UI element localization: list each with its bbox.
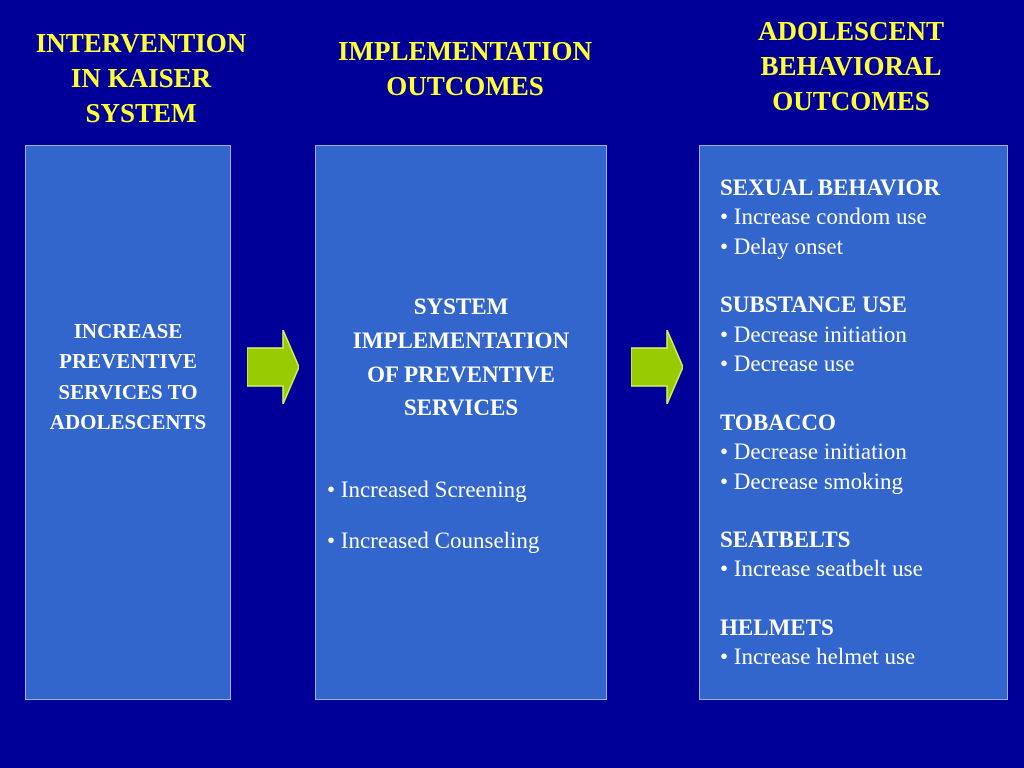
outcome-group-helmets: HELMETS • Increase helmet use: [720, 613, 940, 672]
behavioral-outcomes-list: SEXUAL BEHAVIOR • Increase condom use • …: [720, 173, 940, 701]
heading-intervention: INTERVENTION IN KAISER SYSTEM: [12, 26, 270, 131]
bullet-increased-counseling: • Increased Counseling: [327, 527, 540, 553]
heading-intervention-line-1: INTERVENTION: [35, 28, 247, 58]
outcome-group-title: TOBACCO: [720, 409, 836, 435]
implementation-title: SYSTEM IMPLEMENTATION OF PREVENTIVE SERV…: [316, 290, 606, 425]
heading-adolescent: ADOLESCENT BEHAVIORAL OUTCOMES: [720, 14, 982, 119]
implementation-box: SYSTEM IMPLEMENTATION OF PREVENTIVE SERV…: [315, 145, 607, 700]
arrow-right-icon: [631, 330, 683, 404]
implementation-bullets: • Increased Screening • Increased Counse…: [327, 476, 539, 554]
outcome-item: • Decrease initiation: [720, 439, 907, 465]
outcome-group-substance-use: SUBSTANCE USE • Decrease initiation • De…: [720, 290, 940, 378]
outcome-item: • Increase condom use: [720, 204, 927, 230]
intervention-line-4: ADOLESCENTS: [49, 410, 207, 435]
outcome-item: • Decrease initiation: [720, 321, 907, 347]
heading-adolescent-line-1: ADOLESCENT: [757, 16, 945, 46]
outcome-group-title: SEXUAL BEHAVIOR: [720, 175, 941, 200]
heading-adolescent-line-3: OUTCOMES: [772, 86, 930, 117]
intervention-line-2: PREVENTIVE: [59, 349, 197, 374]
intervention-line-1: INCREASE: [73, 319, 183, 343]
arrow-right-icon: [247, 330, 299, 404]
implementation-title-line-4: SERVICES: [403, 395, 519, 421]
outcome-group-title: HELMETS: [720, 614, 834, 640]
heading-intervention-line-3: SYSTEM: [85, 98, 197, 129]
outcome-group-seatbelts: SEATBELTS • Increase seatbelt use: [720, 525, 940, 584]
intervention-line-3: SERVICES TO: [58, 379, 198, 404]
outcome-group-sexual-behavior: SEXUAL BEHAVIOR • Increase condom use • …: [720, 173, 940, 261]
outcome-item: • Increase seatbelt use: [720, 556, 923, 582]
bullet-increased-screening: • Increased Screening: [327, 477, 527, 502]
heading-adolescent-line-2: BEHAVIORAL: [760, 51, 942, 82]
outcome-item: • Decrease smoking: [720, 468, 904, 494]
heading-implementation-line-1: IMPLEMENTATION: [337, 36, 592, 66]
outcome-item: • Increase helmet use: [720, 644, 916, 670]
implementation-title-line-2: IMPLEMENTATION: [352, 327, 570, 353]
behavioral-outcomes-box: SEXUAL BEHAVIOR • Increase condom use • …: [699, 145, 1008, 700]
outcome-group-title: SEATBELTS: [720, 526, 851, 552]
heading-implementation: IMPLEMENTATION OUTCOMES: [305, 34, 625, 104]
heading-implementation-line-2: OUTCOMES: [386, 71, 544, 102]
heading-intervention-line-2: IN KAISER: [70, 63, 212, 94]
intervention-text: INCREASE PREVENTIVE SERVICES TO ADOLESCE…: [26, 316, 230, 438]
outcome-item: • Decrease use: [720, 351, 855, 377]
outcome-group-tobacco: TOBACCO • Decrease initiation • Decrease…: [720, 408, 940, 496]
implementation-title-line-1: SYSTEM: [413, 294, 509, 319]
outcome-group-title: SUBSTANCE USE: [720, 292, 907, 318]
outcome-item: • Delay onset: [720, 233, 844, 259]
implementation-title-line-3: OF PREVENTIVE: [367, 361, 555, 387]
intervention-box: INCREASE PREVENTIVE SERVICES TO ADOLESCE…: [25, 145, 231, 700]
